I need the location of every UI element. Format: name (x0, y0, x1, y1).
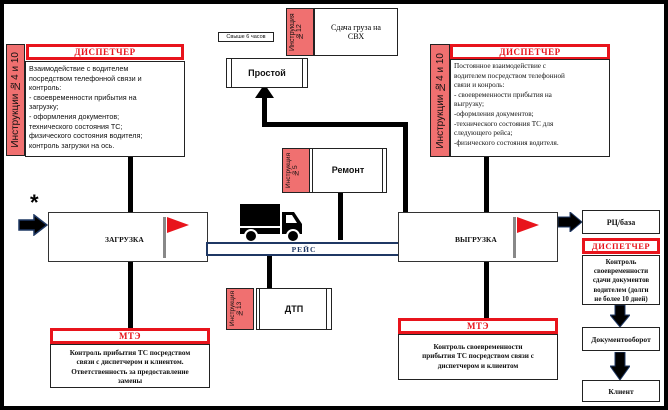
connector-idle-v (403, 122, 408, 216)
loading-stage[interactable]: ЗАГРУЗКА (48, 212, 208, 262)
repair-box[interactable]: Ремонт (309, 148, 387, 193)
dispatcher-duties: Контроль своевременности сдачи документо… (582, 255, 660, 305)
flag-pole (513, 217, 516, 258)
truck-icon (240, 204, 302, 242)
idle-box[interactable]: Простой (226, 58, 308, 88)
flag-icon (167, 217, 189, 233)
docflow-box[interactable]: Документооборот (582, 327, 660, 351)
flag-icon (517, 217, 539, 233)
connector-left-dispatcher (128, 154, 133, 216)
instruction-label: Инструкции №4 и 10 (6, 44, 25, 156)
connector-idle-h (262, 122, 408, 127)
mte-duties: Контроль прибытия ТС посредством связи с… (50, 344, 210, 388)
process-diagram: Инструкции №4 и 10 ДИСПЕТЧЕР Взаимодейст… (4, 4, 664, 406)
arrow-down-icon (610, 352, 630, 380)
base-box[interactable]: РЦ/база (582, 210, 660, 234)
mte-duties: Контроль своевременности прибытия ТС пос… (398, 334, 558, 380)
svh-box[interactable]: Сдача груза на СВХ (314, 8, 398, 56)
connector-repair (338, 192, 343, 240)
client-box[interactable]: Клиент (582, 380, 660, 402)
instruction-label: Инструкция №13 (226, 288, 254, 330)
instruction-label: Инструкция №5 (282, 148, 310, 193)
instruction-label: Инструкции №4 и 10 (430, 44, 450, 157)
dispatcher-duties: Взаимодействие с водителем посредством т… (25, 61, 185, 157)
start-marker: * (30, 190, 39, 215)
arrow-up-icon (255, 84, 274, 98)
arrow-right-icon (558, 212, 582, 232)
connector-left-mte (128, 256, 133, 328)
dispatcher-header: ДИСПЕТЧЕР (582, 238, 660, 254)
accident-box[interactable]: ДТП (256, 288, 332, 330)
arrow-down-icon (610, 305, 630, 327)
connector-right-dispatcher (484, 148, 489, 216)
mte-header: МТЭ (50, 328, 210, 344)
connector-accident (267, 256, 272, 288)
connector-right-mte (484, 256, 489, 318)
mte-header: МТЭ (398, 318, 558, 334)
dispatcher-duties: Постоянное взаимодействие с водителем по… (450, 59, 610, 157)
arrow-right-icon (18, 214, 48, 236)
unloading-stage[interactable]: ВЫГРУЗКА (398, 212, 558, 262)
dispatcher-header: ДИСПЕТЧЕР (26, 44, 184, 60)
trip-bar[interactable]: РЕЙС (206, 242, 402, 256)
connector-idle-up (262, 96, 267, 126)
overtime-note: Свыше 6 часов (218, 32, 274, 42)
instruction-label: Инструкция №12 (286, 8, 314, 56)
flag-pole (163, 217, 166, 258)
dispatcher-header: ДИСПЕТЧЕР (450, 44, 610, 60)
